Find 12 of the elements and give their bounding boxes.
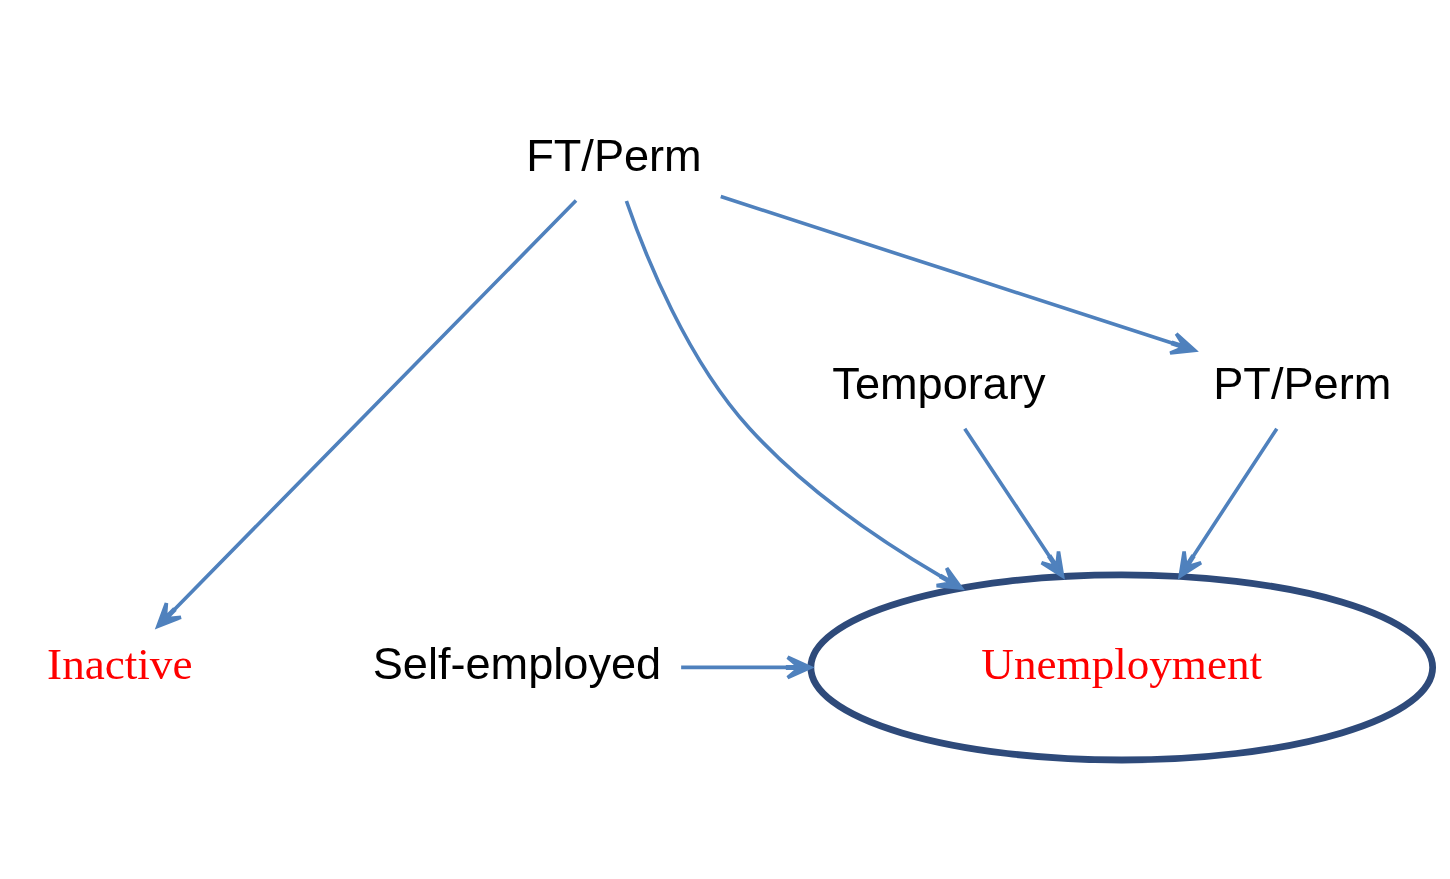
node-text: FT/Perm [526,129,702,181]
node-text: Temporary [832,357,1046,409]
arrow [1178,427,1279,578]
node-text: PT/Perm [1213,357,1392,409]
arrow [681,655,813,680]
node-ellipse: Unemployment [807,571,1437,764]
node-text: Inactive [47,638,193,689]
arrow [963,427,1065,578]
arrow [156,199,578,629]
arrow [720,194,1197,355]
node-text: Self-employed [372,637,662,689]
arrow [624,200,963,590]
